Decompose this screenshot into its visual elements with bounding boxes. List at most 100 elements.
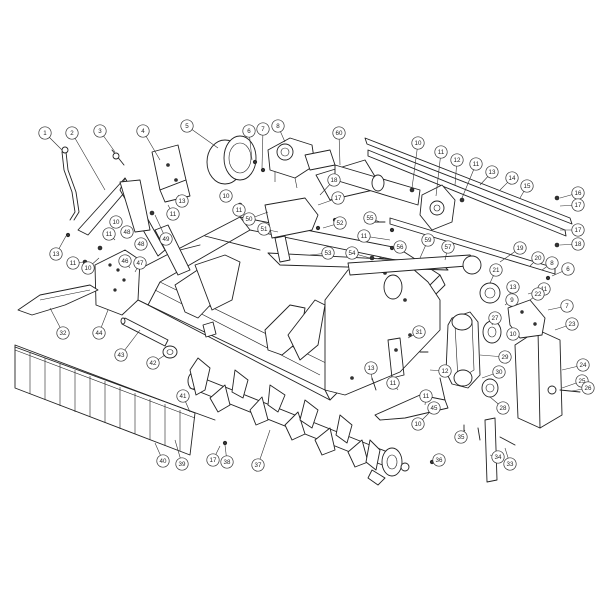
callout-label: 10 [113, 219, 120, 226]
left-skid [17, 284, 99, 316]
callout-label: 57 [445, 244, 452, 251]
callout-label: 13 [179, 198, 186, 205]
callout-label: 24 [580, 362, 587, 369]
callout-circle [469, 157, 483, 171]
callout-18: 18 [571, 237, 585, 251]
callout-label: 49 [163, 236, 170, 243]
callout-43: 43 [114, 348, 128, 362]
callout-11: 11 [102, 227, 116, 241]
callout-circle [427, 401, 441, 415]
callout-circle [175, 194, 189, 208]
callout-circle [220, 455, 234, 469]
callout-label: 14 [509, 175, 516, 182]
callout-circle [321, 246, 335, 260]
callout-23: 23 [565, 317, 579, 331]
callout-circle [156, 454, 170, 468]
callout-label: 7 [261, 126, 265, 133]
callout-label: 50 [246, 216, 253, 223]
callout-label: 4 [141, 128, 145, 135]
callout-59: 59 [421, 233, 435, 247]
callout-17: 17 [571, 223, 585, 237]
callout-label: 45 [431, 405, 438, 412]
callout-22: 22 [531, 287, 545, 301]
callout-21: 21 [489, 263, 503, 277]
callout-30: 30 [492, 365, 506, 379]
callout-54: 54 [345, 246, 359, 260]
callout-5: 5 [180, 119, 194, 133]
callout-label: 17 [575, 227, 582, 234]
brace-rod [61, 146, 80, 221]
callout-label: 18 [331, 177, 338, 184]
callout-circle [571, 237, 585, 251]
callout-17: 17 [331, 191, 345, 205]
callout-27: 27 [488, 311, 502, 325]
callout-label: 10 [510, 331, 517, 338]
callout-label: 22 [535, 291, 542, 298]
callout-42: 42 [146, 356, 160, 370]
callout-16: 16 [571, 186, 585, 200]
callout-label: 48 [124, 229, 131, 236]
callout-label: 15 [524, 183, 531, 190]
callout-label: 10 [415, 421, 422, 428]
callout-circle [411, 136, 425, 150]
callout-60: 60 [332, 126, 346, 140]
callout-label: 12 [442, 368, 449, 375]
callout-circle [159, 232, 173, 246]
callout-label: 39 [179, 461, 186, 468]
callout-circle [561, 262, 575, 276]
callout-32: 32 [56, 326, 70, 340]
callout-circle [571, 198, 585, 212]
callout-circle [56, 326, 70, 340]
callout-circle [175, 457, 189, 471]
callout-7: 7 [256, 122, 270, 136]
callout-18: 18 [327, 173, 341, 187]
callout-label: 32 [60, 330, 67, 337]
callout-15: 15 [520, 179, 534, 193]
callout-circle [327, 173, 341, 187]
top-beam [267, 252, 482, 276]
callout-label: 5 [185, 123, 189, 130]
callout-circle [393, 240, 407, 254]
callout-51: 51 [257, 222, 271, 236]
callout-label: 10 [85, 265, 92, 272]
callout-label: 20 [535, 255, 542, 262]
callout-48: 48 [120, 225, 134, 239]
mount-bracket [151, 144, 191, 203]
callout-circle [411, 417, 425, 431]
callout-circle [488, 311, 502, 325]
callout-11: 11 [434, 145, 448, 159]
callout-label: 35 [458, 434, 465, 441]
callout-circle [531, 287, 545, 301]
callout-2: 2 [65, 126, 79, 140]
callout-circle [441, 240, 455, 254]
callout-label: 31 [416, 329, 423, 336]
pin-3 [111, 149, 125, 166]
callout-circle [242, 124, 256, 138]
callout-circle [333, 216, 347, 230]
callout-label: 48 [138, 241, 145, 248]
callout-label: 10 [415, 140, 422, 147]
callout-circle [242, 212, 256, 226]
callout-12: 12 [450, 153, 464, 167]
callout-label: 42 [150, 360, 157, 367]
callout-label: 56 [397, 244, 404, 251]
callout-56: 56 [393, 240, 407, 254]
callout-13: 13 [485, 165, 499, 179]
callout-circle [491, 450, 505, 464]
callout-circle [571, 223, 585, 237]
callout-17: 17 [206, 453, 220, 467]
callout-45: 45 [427, 401, 441, 415]
callout-circle [421, 233, 435, 247]
callout-circle [66, 256, 80, 270]
callout-11: 11 [357, 229, 371, 243]
small-block [202, 321, 217, 338]
callout-circle [114, 348, 128, 362]
callout-circle [506, 280, 520, 294]
callout-35: 35 [454, 430, 468, 444]
callout-circle [513, 241, 527, 255]
callout-circle [206, 453, 220, 467]
callout-circle [357, 229, 371, 243]
callout-label: 11 [438, 149, 445, 156]
callout-44: 44 [92, 326, 106, 340]
callout-circle [576, 358, 590, 372]
